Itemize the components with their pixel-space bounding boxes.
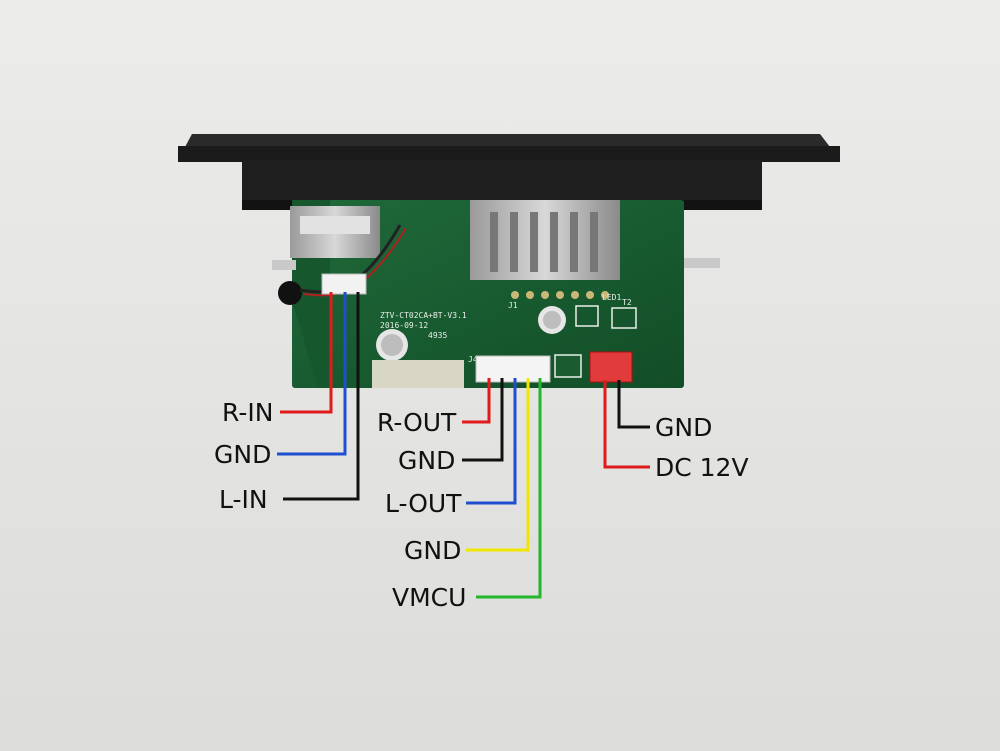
wire-gnd-mcu — [466, 378, 530, 552]
capacitor — [376, 329, 408, 361]
wire-l-in — [283, 292, 360, 501]
wire-dc-12v — [603, 380, 650, 469]
label-gnd-mcu: GND — [404, 536, 461, 565]
label-l-out: L-OUT — [385, 489, 462, 518]
silk-date: 2016-09-12 — [380, 321, 428, 330]
label-r-out: R-OUT — [377, 408, 457, 437]
wire-vmcu — [476, 378, 542, 599]
front-panel — [178, 134, 840, 210]
label-dc-12v: DC 12V — [655, 453, 749, 482]
silk-led: LED1 — [602, 293, 621, 302]
silk-code: 4935 — [428, 331, 447, 340]
wire-l-out — [466, 378, 517, 505]
wire-gnd-in — [277, 292, 347, 456]
wire-power-gnd — [617, 380, 650, 429]
label-power-gnd: GND — [655, 413, 712, 442]
input-connector — [321, 273, 367, 295]
wire-gnd-out — [462, 378, 504, 462]
label-gnd-out: GND — [398, 446, 455, 475]
pcb-board: ZTV-CT02CA+BT-V3.1 2016-09-12 4935 LED1 … — [272, 200, 720, 388]
microphone — [278, 281, 302, 305]
power-connector — [589, 351, 633, 383]
silk-j4: J4 — [468, 355, 478, 364]
label-gnd-in: GND — [214, 440, 271, 469]
label-vmcu: VMCU — [392, 583, 466, 612]
capacitor — [538, 306, 566, 334]
wire-r-out — [462, 378, 491, 424]
silk-j1: J1 — [508, 301, 518, 310]
silk-t2: T2 — [622, 298, 632, 307]
label-r-in: R-IN — [222, 398, 273, 427]
silk-model: ZTV-CT02CA+BT-V3.1 — [380, 311, 467, 320]
label-l-in: L-IN — [219, 485, 268, 514]
output-connector — [475, 355, 551, 383]
wire-r-in — [280, 292, 333, 414]
